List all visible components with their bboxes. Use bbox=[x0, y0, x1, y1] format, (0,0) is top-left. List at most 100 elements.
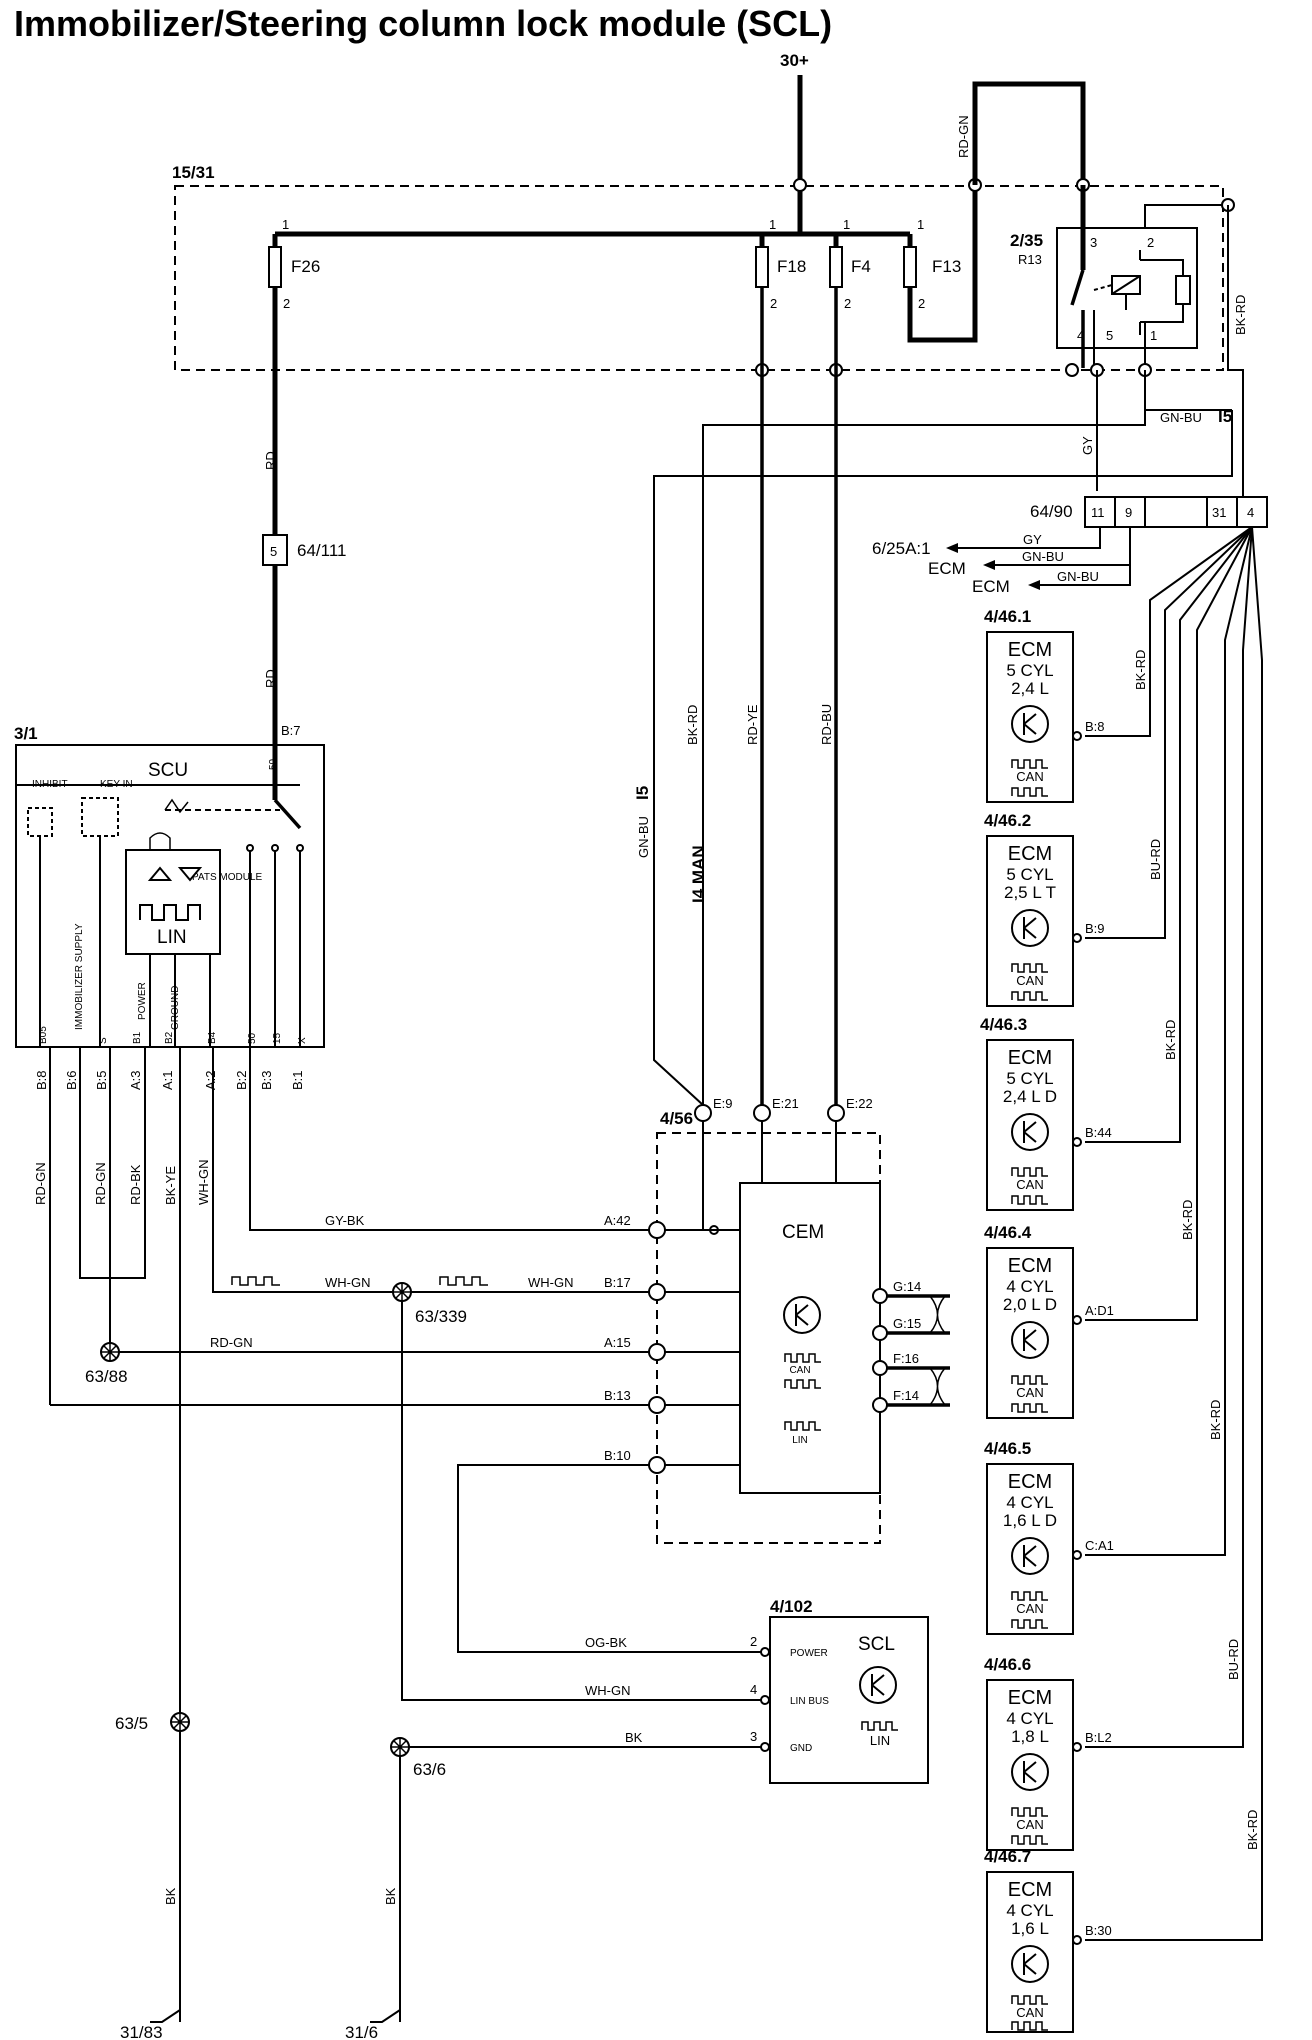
svg-text:63/6: 63/6 bbox=[413, 1760, 446, 1779]
svg-text:B1: B1 bbox=[132, 1031, 143, 1044]
connector-64-90: 64/90 11 9 31 4 bbox=[1030, 496, 1268, 528]
svg-text:B:6: B:6 bbox=[64, 1070, 79, 1090]
cem-e22-node bbox=[827, 1104, 845, 1122]
svg-text:CAN: CAN bbox=[1016, 973, 1043, 988]
svg-text:A:D1: A:D1 bbox=[1085, 1303, 1114, 1318]
wire-ecm2-label: BU-RD bbox=[1148, 839, 1163, 880]
svg-text:A:15: A:15 bbox=[604, 1335, 631, 1350]
ecm-module-4-46-5: 4/46.5 ECM 4 CYL 1,6 L D CAN C:A1 bbox=[984, 1439, 1114, 1635]
svg-text:ECM: ECM bbox=[1008, 1047, 1052, 1069]
svg-text:2,4 L: 2,4 L bbox=[1011, 679, 1049, 698]
scu-b2-wire bbox=[249, 1047, 790, 1231]
svg-text:C:A1: C:A1 bbox=[1085, 1538, 1114, 1553]
svg-text:ECM: ECM bbox=[1008, 1255, 1052, 1277]
svg-text:A:3: A:3 bbox=[128, 1070, 143, 1090]
fuse-f26: F26 1 2 bbox=[268, 217, 320, 311]
svg-text:5 CYL: 5 CYL bbox=[1006, 865, 1053, 884]
wire-i5-relay-label: I5 bbox=[1218, 407, 1232, 426]
connector-64-111-pin: 5 bbox=[270, 544, 277, 559]
wire-i5-cem-label: I5 bbox=[633, 786, 652, 800]
whgn-scl-wire bbox=[401, 1300, 790, 1701]
svg-text:G:14: G:14 bbox=[893, 1279, 921, 1294]
svg-text:CAN: CAN bbox=[789, 1365, 810, 1376]
svg-text:4/102: 4/102 bbox=[770, 1597, 813, 1616]
svg-text:1,6 L D: 1,6 L D bbox=[1003, 1511, 1057, 1530]
gnbu-cem-wire bbox=[653, 410, 1233, 1106]
wire-whgn-b-label: WH-GN bbox=[528, 1275, 574, 1290]
svg-text:2,4 L D: 2,4 L D bbox=[1003, 1087, 1057, 1106]
splice-63-5: 63/5 bbox=[115, 1712, 190, 1733]
wire-rdgn-cem-label: RD-GN bbox=[210, 1335, 253, 1350]
svg-text:G:15: G:15 bbox=[893, 1316, 921, 1331]
svg-text:LIN: LIN bbox=[870, 1733, 890, 1748]
splice-63-339: 63/339 bbox=[392, 1282, 467, 1326]
svg-text:B:2: B:2 bbox=[234, 1070, 249, 1090]
svg-text:9: 9 bbox=[1125, 505, 1132, 520]
svg-text:B:13: B:13 bbox=[604, 1388, 631, 1403]
svg-text:CAN: CAN bbox=[1016, 1177, 1043, 1192]
wire-whgn-scl-label: WH-GN bbox=[585, 1683, 631, 1698]
svg-text:63/88: 63/88 bbox=[85, 1367, 128, 1386]
ecm-fanout-wires bbox=[1085, 526, 1263, 1941]
bkrd-cem-wire bbox=[702, 410, 1146, 1105]
wire-a2-label: WH-GN bbox=[196, 1160, 211, 1206]
wire-b8-label: RD-GN bbox=[33, 1162, 48, 1205]
svg-text:1: 1 bbox=[282, 217, 289, 232]
cem-left-pins: A:42 B:17 A:15 B:13 B:10 bbox=[604, 1213, 740, 1474]
ground-31-6: 31/6 bbox=[345, 2009, 401, 2040]
scu-b6-loop-wire bbox=[79, 1047, 146, 1279]
fuse-box-15-31 bbox=[174, 185, 1224, 371]
svg-text:B:3: B:3 bbox=[259, 1070, 274, 1090]
wire-gnbu-ecm-b-label: GN-BU bbox=[1057, 569, 1099, 584]
svg-text:2: 2 bbox=[750, 1634, 757, 1649]
wire-ecm6-label: BU-RD bbox=[1226, 1639, 1241, 1680]
svg-text:2: 2 bbox=[844, 296, 851, 311]
wire-gnbu-ecm-a-label: GN-BU bbox=[1022, 549, 1064, 564]
ecm-module-4-46-2: 4/46.2 ECM 5 CYL 2,5 L T CAN B:9 bbox=[984, 811, 1105, 1007]
wire-ecm7-label: BK-RD bbox=[1245, 1810, 1260, 1850]
svg-text:B:8: B:8 bbox=[1085, 719, 1105, 734]
wire-ogbk-label: OG-BK bbox=[585, 1635, 627, 1650]
svg-text:4: 4 bbox=[1247, 505, 1254, 520]
svg-text:CAN: CAN bbox=[1016, 2005, 1043, 2020]
svg-text:31/83: 31/83 bbox=[120, 2023, 163, 2040]
svg-text:CAN: CAN bbox=[1016, 1817, 1043, 1832]
svg-text:B:L2: B:L2 bbox=[1085, 1730, 1112, 1745]
svg-text:2/35: 2/35 bbox=[1010, 231, 1043, 250]
cem-e9-node bbox=[694, 1104, 712, 1122]
svg-text:CAN: CAN bbox=[1016, 769, 1043, 784]
supply-junction bbox=[793, 178, 807, 192]
svg-text:SCU: SCU bbox=[148, 760, 188, 781]
wire-bk-a-label: BK bbox=[163, 1887, 178, 1905]
svg-text:4/56: 4/56 bbox=[660, 1109, 693, 1128]
svg-text:4/46.7: 4/46.7 bbox=[984, 1847, 1031, 1866]
whgn-signal-marker-a bbox=[231, 1276, 280, 1286]
svg-text:63/339: 63/339 bbox=[415, 1307, 467, 1326]
svg-text:B:8: B:8 bbox=[34, 1070, 49, 1090]
svg-text:2,5 L T: 2,5 L T bbox=[1004, 883, 1056, 902]
svg-text:B:5: B:5 bbox=[94, 1070, 109, 1090]
svg-text:4 CYL: 4 CYL bbox=[1006, 1901, 1053, 1920]
svg-text:A:1: A:1 bbox=[160, 1070, 175, 1090]
svg-text:11: 11 bbox=[1091, 505, 1105, 520]
svg-text:B:10: B:10 bbox=[604, 1448, 631, 1463]
wire-i4man-label: I4 MAN bbox=[689, 845, 708, 903]
gy-ecm-arrow bbox=[946, 543, 958, 553]
svg-text:POWER: POWER bbox=[137, 982, 148, 1020]
svg-text:B:17: B:17 bbox=[604, 1275, 631, 1290]
wire-rdye-label: RD-YE bbox=[745, 704, 760, 745]
rdgn-loop-wire bbox=[972, 81, 1086, 185]
page-title: Immobilizer/Steering column lock module … bbox=[14, 3, 832, 44]
svg-text:R13: R13 bbox=[1018, 252, 1042, 267]
ecm-module-4-46-4: 4/46.4 ECM 4 CYL 2,0 L D CAN A:D1 bbox=[984, 1223, 1114, 1419]
svg-text:ECM: ECM bbox=[1008, 1879, 1052, 1901]
svg-text:4/46.1: 4/46.1 bbox=[984, 607, 1031, 626]
svg-text:ECM: ECM bbox=[1008, 843, 1052, 865]
relay-pin4-node bbox=[1065, 363, 1079, 377]
svg-text:KEY IN: KEY IN bbox=[100, 779, 133, 790]
svg-text:5 CYL: 5 CYL bbox=[1006, 1069, 1053, 1088]
svg-text:2: 2 bbox=[918, 296, 925, 311]
wire-ecm5-label: BK-RD bbox=[1208, 1400, 1223, 1440]
wire-a3-label: RD-BK bbox=[128, 1164, 143, 1205]
